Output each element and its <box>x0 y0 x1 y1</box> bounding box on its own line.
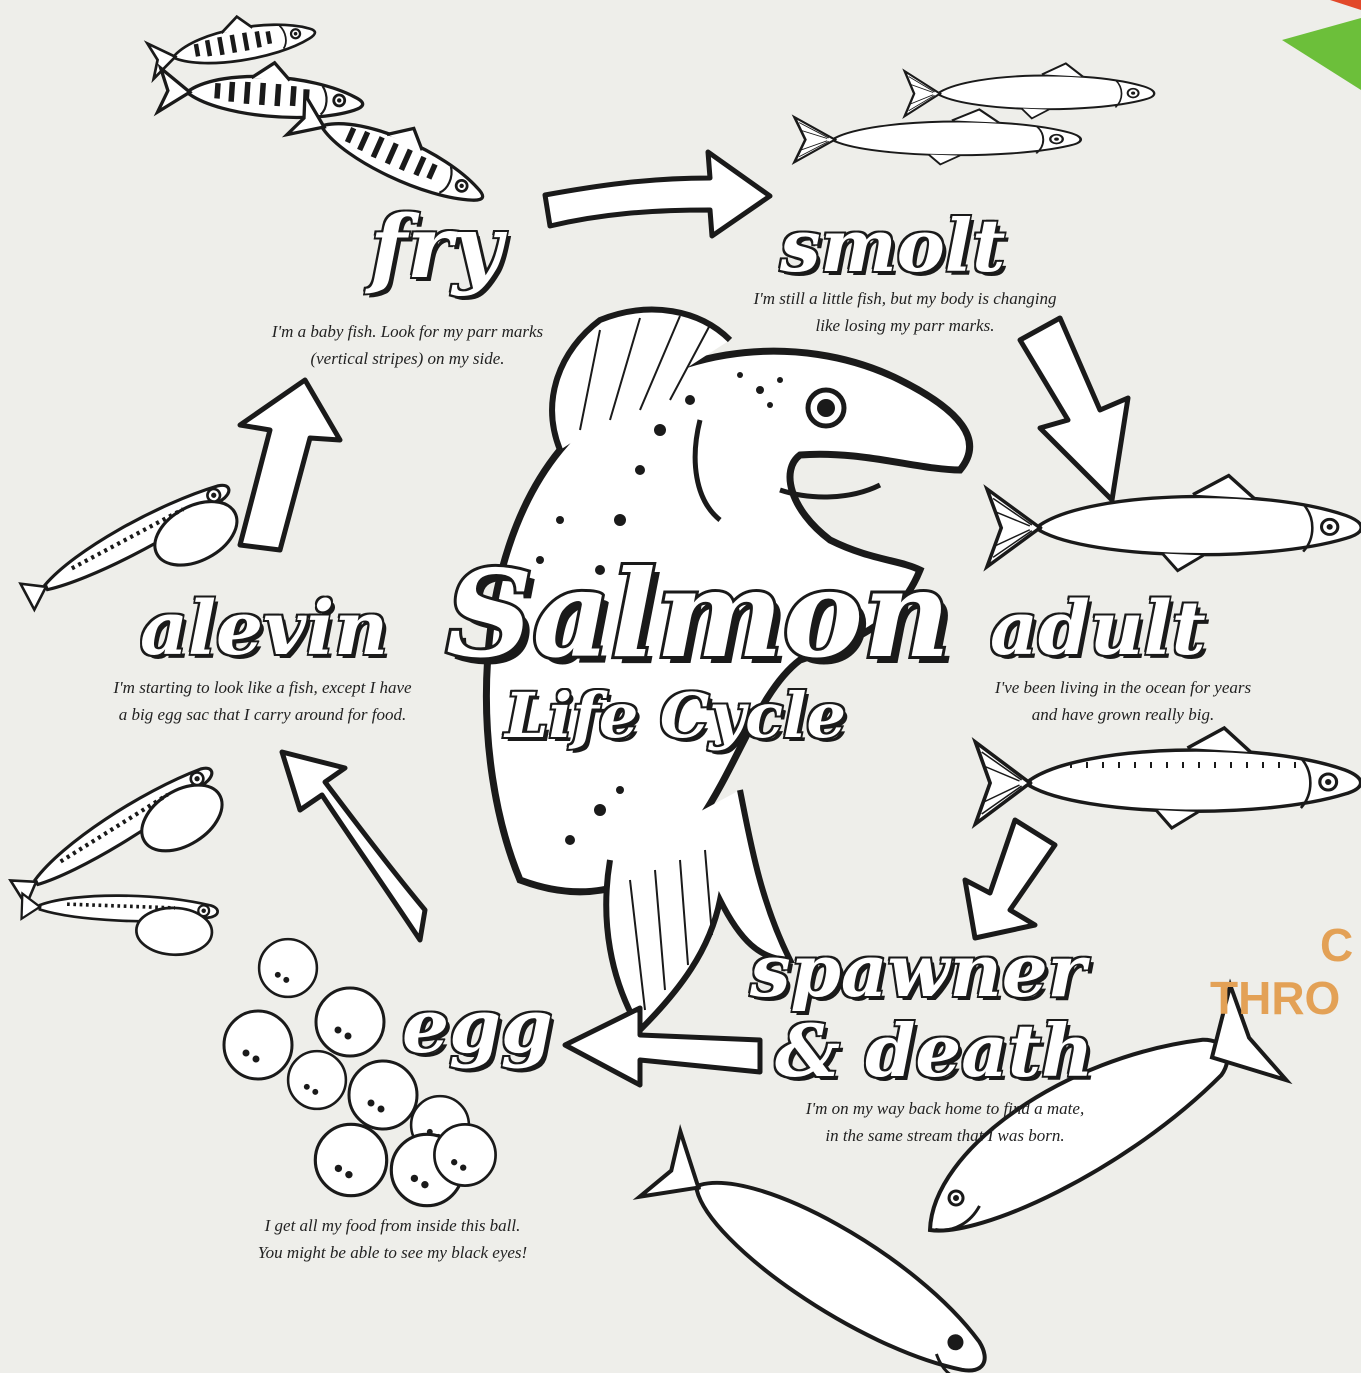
side-text-line1: C <box>1320 922 1353 968</box>
stage-desc-adult: I've been living in the ocean for years … <box>978 674 1268 728</box>
stage-label-egg: egg <box>402 990 553 1064</box>
corner-red-shape <box>1330 0 1361 10</box>
stage-label-alevin: alevin <box>140 592 388 666</box>
diagram-subtitle: Life Cycle <box>505 685 846 747</box>
fry-icon <box>145 4 496 218</box>
stage-desc-spawner: I'm on my way back home to find a mate, … <box>790 1095 1100 1149</box>
corner-green-shape <box>1282 18 1361 90</box>
stage-label-death: & death <box>775 1015 1093 1087</box>
stage-desc-egg: I get all my food from inside this ball.… <box>245 1212 540 1266</box>
diagram-title: Salmon <box>446 555 950 675</box>
stage-label-adult: adult <box>990 592 1206 666</box>
smolt-icon <box>794 63 1154 164</box>
stage-desc-smolt: I'm still a little fish, but my body is … <box>735 285 1075 339</box>
egg-icon <box>224 939 496 1206</box>
side-text-line2: THRO <box>1210 975 1340 1021</box>
stage-desc-alevin: I'm starting to look like a fish, except… <box>95 674 430 728</box>
stage-label-spawner: spawner <box>750 935 1086 1007</box>
stage-label-fry: fry <box>370 205 502 291</box>
stage-desc-fry: I'm a baby fish. Look for my parr marks … <box>255 318 560 372</box>
stage-label-smolt: smolt <box>780 210 1005 282</box>
